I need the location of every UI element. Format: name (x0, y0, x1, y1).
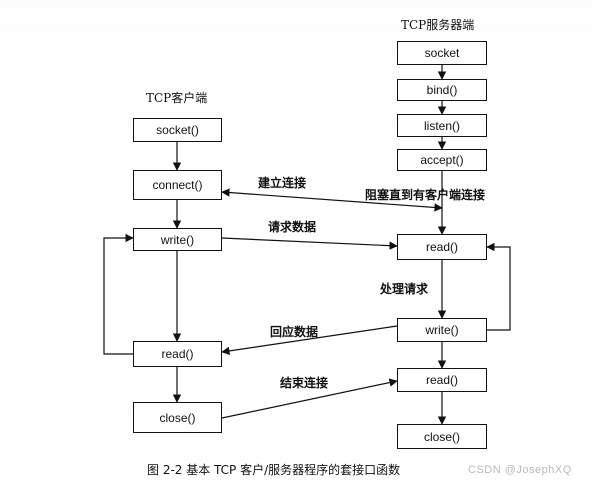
arrow-response-data (221, 325, 398, 356)
client-socket-box: socket() (133, 118, 222, 142)
server-title: TCP服务器端 (401, 18, 475, 32)
server-socket-box: socket (397, 41, 487, 65)
server-accept-box: accept() (397, 149, 487, 171)
label-request-data: 请求数据 (268, 220, 317, 234)
server-bind-box: bind() (397, 79, 487, 101)
arrow-client-loop (103, 233, 134, 355)
arrow-establish-connection (221, 188, 443, 212)
arrow-request-data (221, 237, 398, 250)
server-close-box: close() (397, 424, 487, 449)
label-end-connection: 结束连接 (280, 376, 329, 390)
server-listen-box: listen() (397, 114, 487, 137)
server-read-box-2: read() (397, 368, 487, 392)
client-read-box: read() (133, 341, 222, 367)
label-process-request: 处理请求 (380, 282, 429, 296)
label-establish-connection: 建立连接 (258, 176, 307, 190)
watermark: CSDN @JosephXQ (468, 464, 572, 476)
label-response-data: 回应数据 (270, 325, 319, 339)
arrow-end-connection (221, 378, 398, 419)
server-read-box-1: read() (397, 234, 487, 260)
client-close-box: close() (133, 402, 222, 433)
server-write-box: write() (397, 318, 487, 342)
client-write-box: write() (133, 228, 222, 251)
client-connect-box: connect() (133, 170, 222, 200)
arrow-server-loop (486, 242, 511, 331)
client-title: TCP客户端 (146, 91, 208, 105)
figure-caption: 图 2-2 基本 TCP 客户/服务器程序的套接口函数 (147, 463, 401, 477)
label-blocking-until-client: 阻塞直到有客户端连接 (365, 188, 486, 202)
